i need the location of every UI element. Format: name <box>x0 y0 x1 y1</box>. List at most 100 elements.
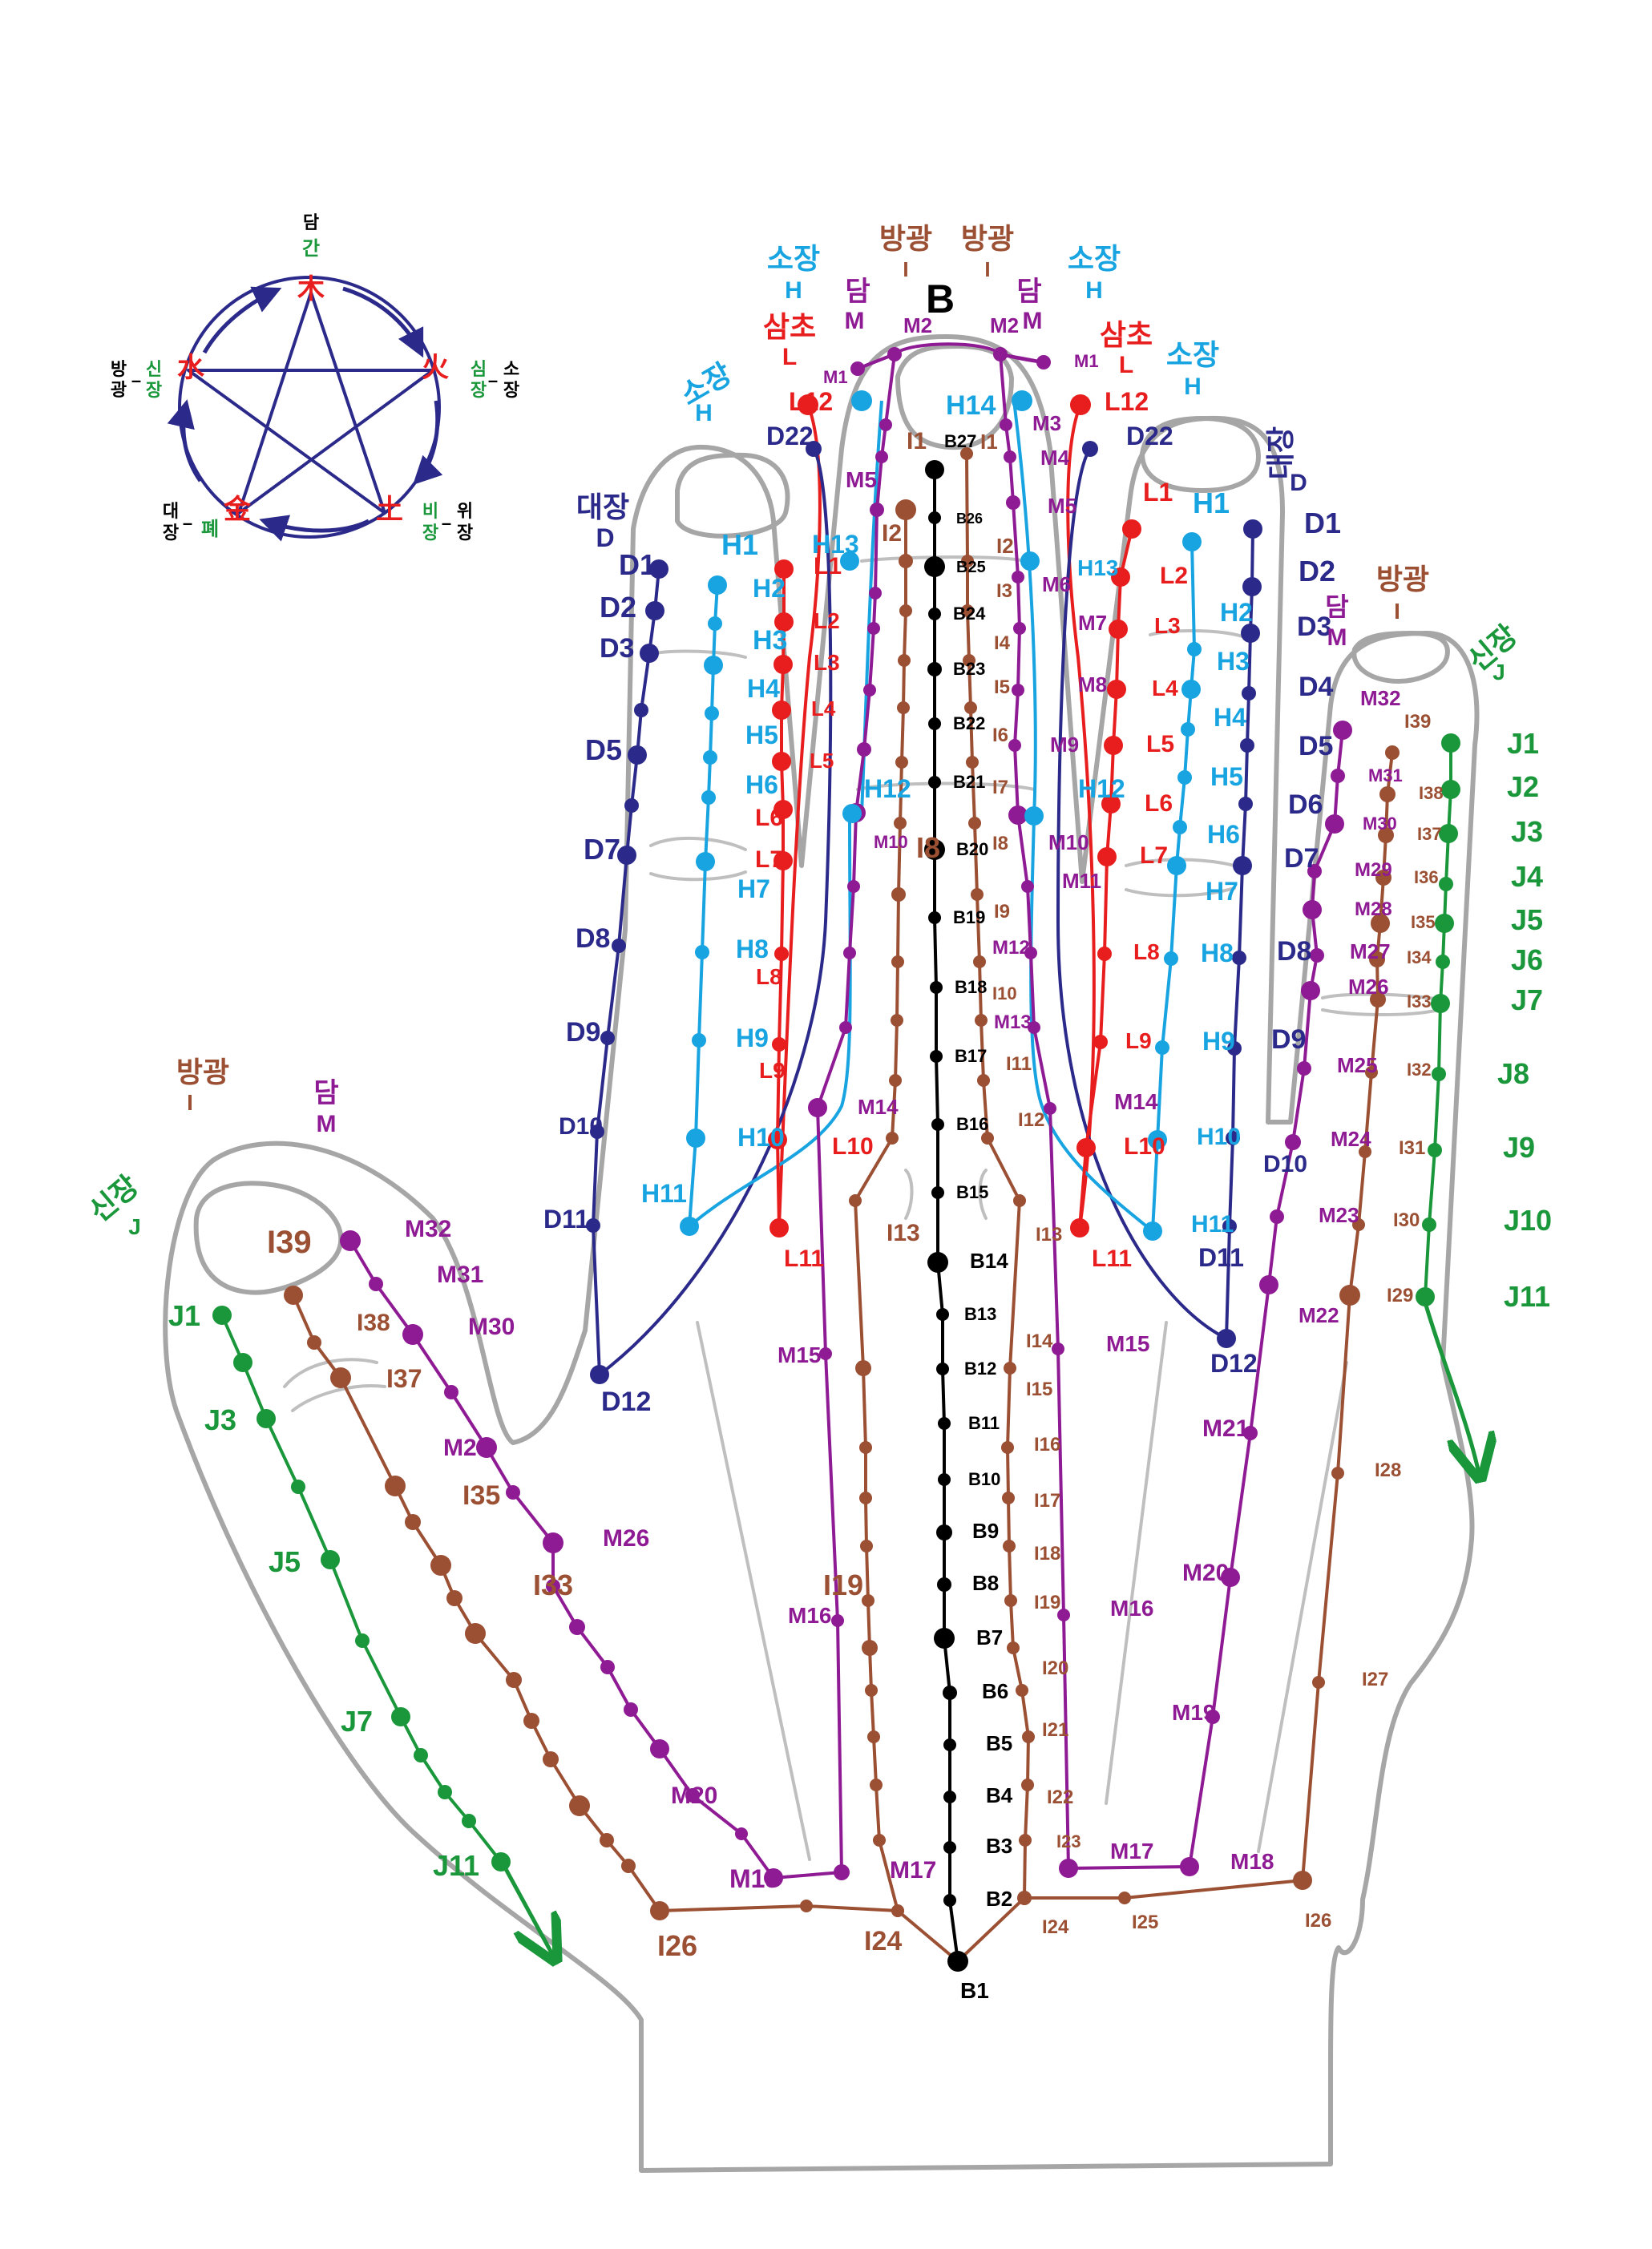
point-label-i39: I39 <box>267 1225 312 1260</box>
point-m15 <box>1052 1343 1064 1355</box>
point-l7 <box>773 851 793 870</box>
point-j11 <box>491 1852 511 1871</box>
point-label-i36: I36 <box>1414 867 1439 887</box>
point-label-i14: I14 <box>1026 1330 1053 1352</box>
meridian-connector <box>860 400 883 814</box>
point-label-h4: H4 <box>1214 703 1246 732</box>
point-label-i7: I7 <box>992 777 1008 798</box>
element-metal: 金 <box>223 494 252 526</box>
point-label-i39: I39 <box>1404 711 1431 733</box>
point-label-l1: L1 <box>814 553 842 579</box>
point-label-m5: M5 <box>846 467 877 492</box>
point-i32 <box>1365 1066 1378 1079</box>
point-l7 <box>1097 847 1117 866</box>
point-l3 <box>773 655 793 674</box>
point-j7 <box>1431 994 1450 1013</box>
palm-line-4 <box>904 1169 914 1220</box>
point-d3 <box>640 644 659 663</box>
point-i34 <box>446 1590 462 1606</box>
point-label-i4: I4 <box>994 632 1011 654</box>
meridian-connector <box>1012 400 1037 818</box>
point-label-m20: M20 <box>1182 1560 1229 1586</box>
point-label-m27: M27 <box>1350 939 1391 963</box>
point-i32 <box>506 1672 522 1688</box>
point-i38 <box>1379 786 1396 802</box>
point-m20 <box>1221 1568 1240 1587</box>
point-m22 <box>624 1702 638 1717</box>
point-i19 <box>1007 1641 1020 1654</box>
point-label-d9: D9 <box>1271 1024 1306 1055</box>
point-label-d6: D6 <box>1288 789 1323 820</box>
point-label-l3: L3 <box>814 650 840 675</box>
point-j5 <box>1435 914 1454 933</box>
index-crease-1 <box>649 836 747 851</box>
point-m4 <box>875 450 888 463</box>
point-m16 <box>1057 1609 1070 1621</box>
point-h3 <box>704 656 723 675</box>
point-label-m2: M2 <box>990 313 1019 337</box>
element-wood: 木 <box>297 273 325 305</box>
point-i17 <box>1003 1540 1016 1552</box>
point-label-i26: I26 <box>1305 1910 1331 1932</box>
point-label-d12: D12 <box>1210 1349 1258 1378</box>
organ-left-b: 광 <box>111 380 127 400</box>
dam-right-code: M <box>1023 308 1043 334</box>
point-label-b14: B14 <box>970 1249 1008 1273</box>
point-m14 <box>1044 1102 1056 1115</box>
point-label-i30: I30 <box>1393 1209 1420 1231</box>
index-crease-3 <box>649 649 747 659</box>
sojang-top-right-code: H <box>1085 277 1103 304</box>
point-i6 <box>895 756 908 769</box>
banggwang-ring-code: I <box>1394 599 1400 624</box>
point-m24 <box>569 1619 585 1635</box>
meridian-headers: B 방광 I 방광 I 소장 H 소장 H 담 M 담 M 삼초 L 삼초 L … <box>83 222 1523 1239</box>
daejang-left-header: 대장 <box>576 491 629 523</box>
point-m27 <box>506 1485 520 1500</box>
meridian-end-point <box>1070 394 1091 415</box>
point-m16 <box>831 1614 844 1627</box>
point-h11 <box>1143 1221 1162 1241</box>
point-j4 <box>291 1480 305 1494</box>
point-label-i27: I27 <box>1362 1669 1388 1690</box>
organ-br-dash: – <box>442 513 451 533</box>
point-j8 <box>414 1748 428 1762</box>
point-d3 <box>1241 624 1260 643</box>
point-i27 <box>621 1859 636 1873</box>
point-b19 <box>928 911 941 924</box>
banggwang-right-header: 방광 <box>961 222 1014 255</box>
point-label-i19: I19 <box>823 1569 863 1601</box>
sojang-mid-left-code: H <box>695 400 713 426</box>
point-label-i23: I23 <box>1056 1831 1081 1851</box>
point-l4 <box>1107 680 1126 699</box>
point-label-m17: M17 <box>1110 1839 1153 1863</box>
arrow-water-wood <box>202 286 282 354</box>
dam-ring-header: 담 <box>1325 592 1348 621</box>
point-label-l7: L7 <box>755 846 783 873</box>
point-label-d10: D10 <box>559 1113 603 1140</box>
point-label-b12: B12 <box>964 1359 996 1379</box>
point-m14 <box>808 1098 827 1117</box>
point-i37 <box>1378 827 1394 843</box>
point-j7 <box>391 1707 410 1726</box>
point-label-i21: I21 <box>1042 1719 1068 1741</box>
point-label-h9: H9 <box>1202 1027 1235 1056</box>
point-label-i8: I8 <box>992 833 1008 854</box>
point-label-b20: B20 <box>956 839 988 859</box>
point-label-m11: M11 <box>1062 869 1101 893</box>
arrow-wood-fire <box>342 286 424 358</box>
point-label-l6: L6 <box>755 805 783 831</box>
point-i33 <box>465 1623 486 1644</box>
point-b3 <box>943 1841 956 1854</box>
arrow-metal-water <box>167 399 203 483</box>
point-i22 <box>870 1779 883 1791</box>
point-label-h5: H5 <box>1210 762 1243 791</box>
point-label-d5: D5 <box>585 733 622 766</box>
point-label-l8: L8 <box>756 964 782 989</box>
point-d6 <box>624 798 639 813</box>
point-label-i33: I33 <box>1407 991 1432 1011</box>
middle-crease-1 <box>856 781 1036 791</box>
point-b5 <box>943 1738 956 1751</box>
point-m31 <box>369 1277 383 1291</box>
meridian-end-point <box>1020 551 1040 571</box>
point-i37 <box>385 1476 406 1496</box>
